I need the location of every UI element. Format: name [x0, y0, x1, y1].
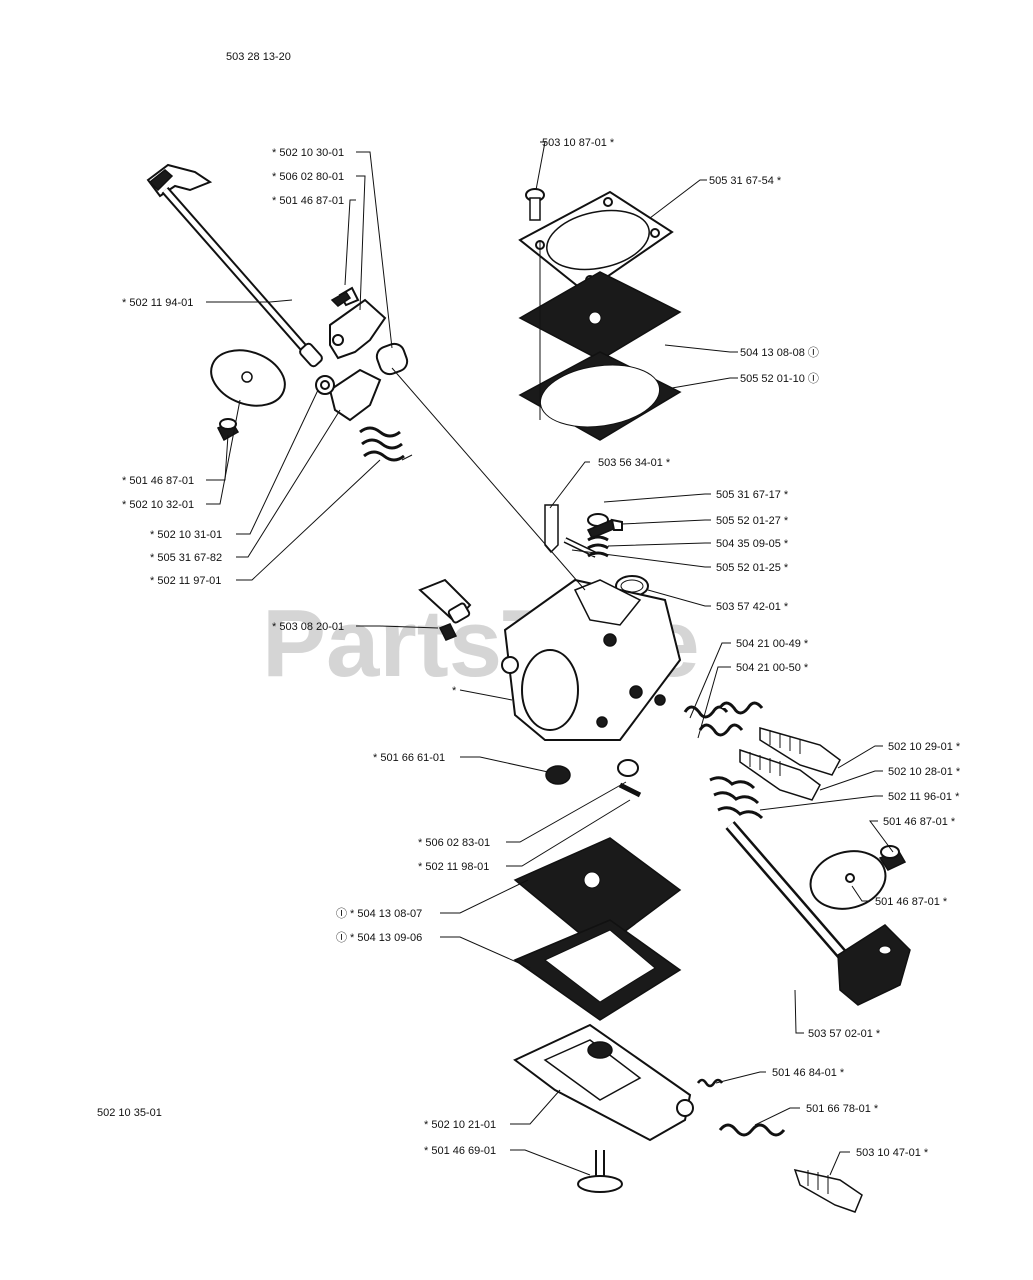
label-501-46-84-01: 501 46 84-01 * — [772, 1067, 845, 1079]
label-502-10-32-01: * 502 10 32-01 — [122, 499, 194, 511]
idle-spring — [718, 1123, 786, 1137]
drawing-number: 503 28 13-20 — [226, 51, 291, 63]
metering-diaphragm — [513, 837, 682, 951]
label-502-11-98-01: * 502 11 98-01 — [418, 861, 489, 873]
label-502-11-97-01: * 502 11 97-01 — [150, 575, 221, 587]
label-501-66-78-01: 501 66 78-01 * — [806, 1103, 879, 1115]
label-501-46-87-01: 501 46 87-01 * — [875, 896, 948, 908]
screw-left — [216, 418, 240, 442]
metering-spring — [709, 776, 764, 820]
label-501-46-87-01: * 501 46 87-01 — [272, 195, 344, 207]
label-502-10-31-01: * 502 10 31-01 — [150, 529, 222, 541]
label-503-10-47-01: 503 10 47-01 * — [856, 1147, 929, 1159]
label-502-10-28-01: 502 10 28-01 * — [888, 766, 961, 778]
label-503-57-42-01: 503 57 42-01 * — [716, 601, 789, 613]
low-speed-needle — [739, 748, 821, 801]
label-503-08-20-01: * 503 08 20-01 — [272, 621, 344, 633]
label-501-66-61-01: * 501 66 61-01 — [373, 752, 445, 764]
label-504-21-00-50: 504 21 00-50 * — [736, 662, 809, 674]
label-505-31-67-82: * 505 31 67-82 — [150, 552, 222, 564]
label-505-31-67-54: 505 31 67-54 * — [709, 175, 782, 187]
fuel-nipple — [418, 578, 472, 641]
throttle-plate — [210, 349, 286, 407]
metering-gasket — [513, 919, 682, 1021]
label-503-56-34-01: 503 56 34-01 * — [598, 457, 671, 469]
label-502-11-96-01: 502 11 96-01 * — [888, 791, 960, 803]
label-502-11-94-01: * 502 11 94-01 — [122, 297, 193, 309]
needle-springs — [683, 701, 764, 737]
high-speed-needle — [759, 727, 841, 776]
label-504-21-00-49: 504 21 00-49 * — [736, 638, 809, 650]
pump-cover — [518, 190, 674, 294]
kit-number: 502 10 35-01 — [97, 1107, 162, 1119]
throttle-lever — [315, 286, 409, 422]
leader-lines — [206, 141, 894, 1176]
label-505-31-67-17: 505 31 67-17 * — [716, 489, 789, 501]
label-502-10-30-01: * 502 10 30-01 — [272, 147, 344, 159]
label-502-10-29-01: 502 10 29-01 * — [888, 741, 961, 753]
label-506-02-83-01: * 506 02 83-01 — [418, 837, 490, 849]
choke-shaft — [725, 821, 911, 1006]
label-503-10-87-01: 503 10 87-01 * — [542, 137, 615, 149]
carburetor-body — [501, 578, 682, 741]
cover-screw — [525, 188, 545, 221]
label-501-46-69-01: * 501 46 69-01 — [424, 1145, 496, 1157]
label-501-46-87-01: * 501 46 87-01 — [122, 475, 194, 487]
label-505-52-01-27: 505 52 01-27 * — [716, 515, 789, 527]
part-labels: * 502 10 30-01 * 506 02 80-01 * 501 46 8… — [122, 137, 961, 1159]
choke-screw — [878, 845, 907, 871]
label-504-13-08-08: 504 13 08-08 Ⓘ — [740, 346, 819, 359]
parts-artwork — [146, 163, 911, 1213]
label-505-52-01-25: 505 52 01-25 * — [716, 562, 789, 574]
label-503-57-02-01: 503 57 02-01 * — [808, 1028, 881, 1040]
label-504-13-08-07: Ⓘ * 504 13 08-07 — [336, 907, 422, 920]
idle-screw — [793, 1168, 863, 1213]
choke-plate — [809, 850, 887, 910]
label-501-46-87-01: 501 46 87-01 * — [883, 816, 956, 828]
bottom-screw — [577, 1150, 623, 1193]
throttle-shaft — [146, 163, 323, 368]
label-505-52-01-10: 505 52 01-10 Ⓘ — [740, 372, 819, 385]
spring-left — [359, 426, 413, 462]
label-504-35-09-05: 504 35 09-05 * — [716, 538, 789, 550]
label-502-10-21-01: * 502 10 21-01 — [424, 1119, 496, 1131]
pump-gasket — [518, 351, 682, 441]
pump-diaphragm — [518, 271, 682, 361]
filter-screen — [545, 759, 642, 798]
label-504-13-09-06: Ⓘ * 504 13 09-06 — [336, 931, 422, 944]
small-spring — [696, 1078, 724, 1088]
label-carburetor-body: * — [452, 685, 457, 697]
label-506-02-80-01: * 506 02 80-01 — [272, 171, 344, 183]
inlet-needle-assembly — [544, 504, 623, 558]
metering-cover — [513, 1023, 694, 1142]
